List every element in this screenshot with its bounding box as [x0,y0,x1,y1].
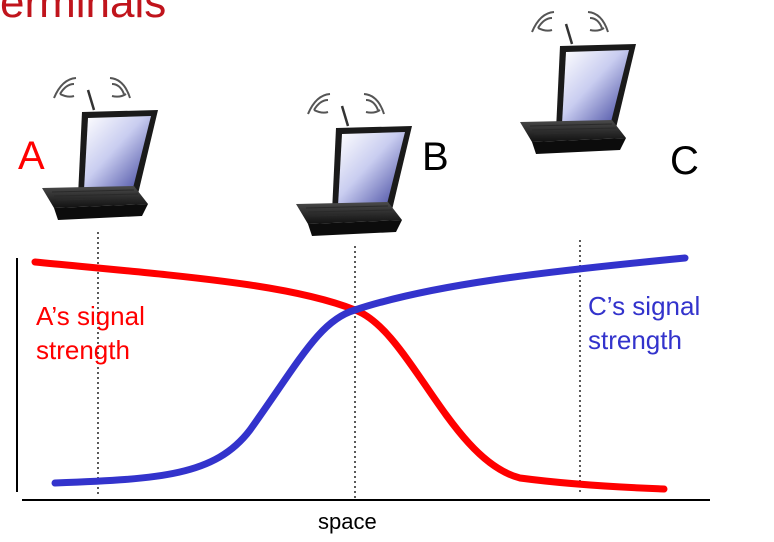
signal-curve-c [51,254,689,487]
c-signal-label-line2: strength [588,324,682,355]
slide-title: erminals [0,0,167,27]
a-signal-label-line2: strength [36,334,130,365]
node-label-c: C [670,139,699,183]
laptop-b-icon [294,92,414,238]
a-signal-label-line1: A’s signal [36,301,145,331]
signal-curve-a [31,258,668,493]
laptop-c-icon [518,10,638,156]
x-axis-label: space [318,509,377,534]
c-signal-label-line1: C’s signal [588,291,701,321]
c-signal-label: C’s signal strength [588,290,700,358]
node-label-b: B [422,135,449,179]
node-label-a: A [18,134,45,178]
a-signal-label: A’s signal strength [36,300,145,368]
laptop-a-icon [40,76,160,222]
